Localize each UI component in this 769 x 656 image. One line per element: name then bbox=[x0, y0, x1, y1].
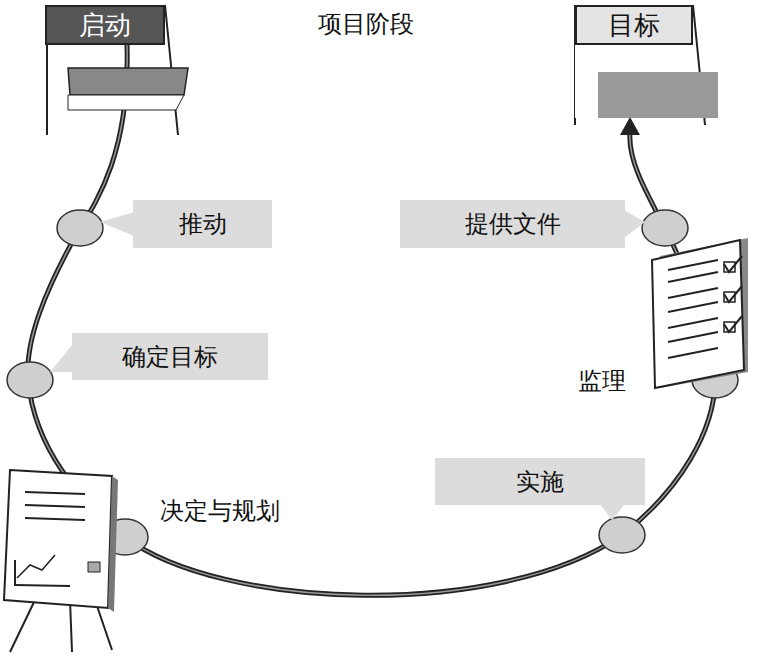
phase-loop bbox=[28, 45, 715, 595]
label-box: 实施 bbox=[435, 458, 645, 505]
node-text: 推动 bbox=[179, 208, 227, 240]
node-text: 目标 bbox=[608, 8, 660, 43]
phase-label: 监理 bbox=[578, 365, 626, 397]
node-text: 提供文件 bbox=[465, 208, 561, 240]
node-text: 确定目标 bbox=[122, 341, 218, 373]
label-box: 确定目标 bbox=[72, 333, 268, 380]
flag-banner: 目标 bbox=[575, 5, 693, 45]
label-box: 推动 bbox=[133, 200, 272, 248]
diagram-title: 项目阶段 bbox=[318, 8, 414, 40]
node-text: 实施 bbox=[516, 466, 564, 498]
phase-label: 决定与规划 bbox=[160, 495, 280, 527]
label-box: 提供文件 bbox=[400, 200, 625, 248]
node-text: 启动 bbox=[79, 8, 131, 43]
flag-banner: 启动 bbox=[45, 5, 165, 45]
